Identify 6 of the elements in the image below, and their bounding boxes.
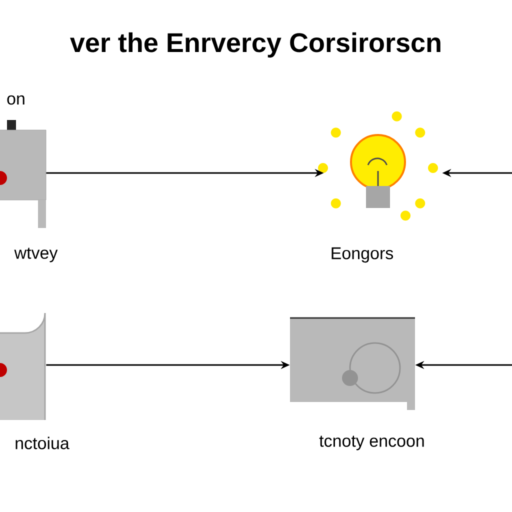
node-label: wtvey: [14, 248, 58, 262]
node-label: tcnoty encoon: [319, 436, 424, 450]
title: ver the Enrvercy Corsirorscn: [70, 32, 440, 58]
node-label: Eongors: [332, 247, 394, 263]
node-label: nctoiua: [16, 436, 70, 450]
node-label: on: [7, 95, 24, 105]
